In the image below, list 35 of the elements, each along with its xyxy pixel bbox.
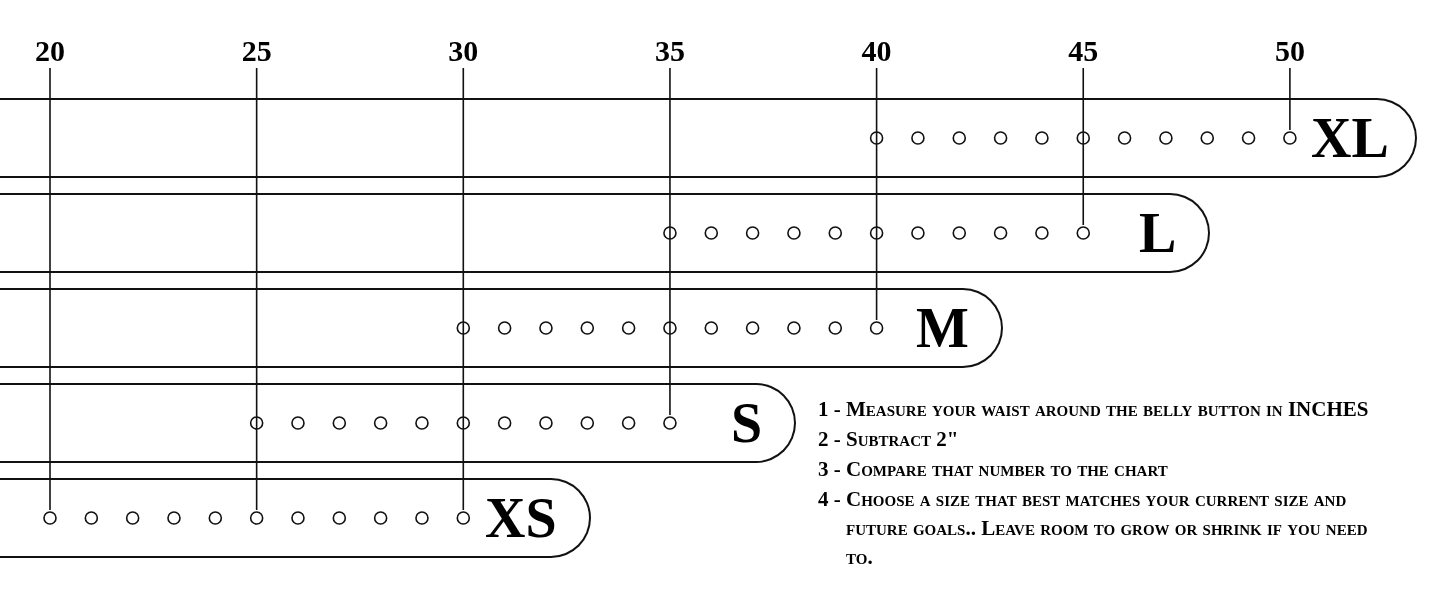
leader-line (462, 67, 465, 511)
leader-line (255, 67, 258, 511)
belt-strap (0, 193, 1210, 273)
leader-line (669, 67, 671, 416)
leader-line (1289, 67, 1291, 131)
scale-number: 35 (654, 36, 685, 66)
belt-hole (249, 511, 264, 525)
instruction-text: 2 - Subtract 2" (818, 426, 960, 453)
instruction-text: 3 - Compare that number to the chart (818, 456, 1169, 483)
belt-strap (0, 288, 1003, 368)
leader-line (875, 67, 878, 321)
belt-hole (869, 321, 884, 335)
size-label: XL (1311, 110, 1389, 166)
scale-number: 45 (1068, 36, 1099, 66)
scale-number: 25 (241, 36, 272, 66)
belt-hole (1076, 226, 1091, 240)
belt-strap (0, 478, 591, 558)
belt-strap (0, 98, 1417, 178)
scale-number: 40 (861, 36, 892, 66)
scale-number: 30 (448, 36, 479, 66)
belt-hole (43, 511, 57, 525)
size-label: M (916, 300, 969, 356)
belt-hole (1283, 131, 1297, 145)
instruction-text: 1 - Measure your waist around the belly button in INCHES (818, 396, 1370, 423)
belt-strap (0, 383, 796, 463)
leader-line (1082, 67, 1085, 226)
instruction-text: 4 - Choose a size that best matches your current size and future goals.. Leave room to grow or shrink if you need to. (818, 486, 1369, 571)
leader-line (49, 67, 51, 511)
belt-hole (663, 416, 677, 430)
size-label: L (1139, 205, 1177, 261)
size-label: S (731, 395, 763, 451)
scale-number: 20 (35, 36, 65, 66)
size-label: XS (485, 490, 557, 546)
belt-hole (456, 511, 471, 525)
scale-number: 50 (1274, 36, 1305, 66)
